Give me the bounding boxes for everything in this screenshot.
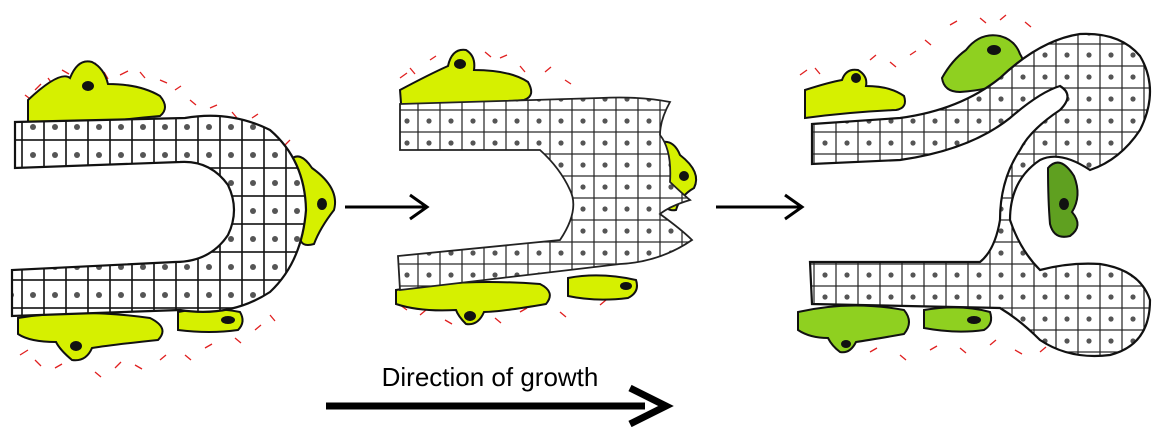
stage-2-clefting-bud (396, 50, 696, 324)
arrow-2 (716, 195, 802, 219)
direction-of-growth-label: Direction of growth (355, 362, 625, 393)
nucleus-dark (70, 341, 82, 351)
nucleus-dark (841, 340, 851, 348)
arrow-1 (345, 195, 427, 219)
stage-3-branched-bud (798, 15, 1150, 360)
nucleus-dark (987, 45, 1001, 55)
nucleus-dark (679, 171, 689, 181)
direction-of-growth-arrow (326, 388, 666, 424)
nucleus-dark (464, 311, 476, 321)
mesenchyme-cell-bottom-right (924, 307, 991, 331)
epithelial-bud (12, 116, 306, 316)
nucleus-dark (620, 282, 632, 290)
nucleus-dark (221, 316, 235, 324)
nucleus-dark (851, 73, 861, 83)
mesenchyme-cell-bottom-left (798, 305, 909, 352)
nucleus-dark (317, 198, 327, 210)
nucleus-dark (454, 59, 466, 69)
stage-1-u-shaped-bud (12, 61, 335, 377)
nucleus-dark (82, 81, 94, 91)
nucleus-dark (967, 316, 981, 324)
mesenchyme-cell-bottom-left (18, 313, 163, 360)
nucleus-dark (1059, 198, 1069, 210)
epithelial-bud (398, 98, 692, 291)
